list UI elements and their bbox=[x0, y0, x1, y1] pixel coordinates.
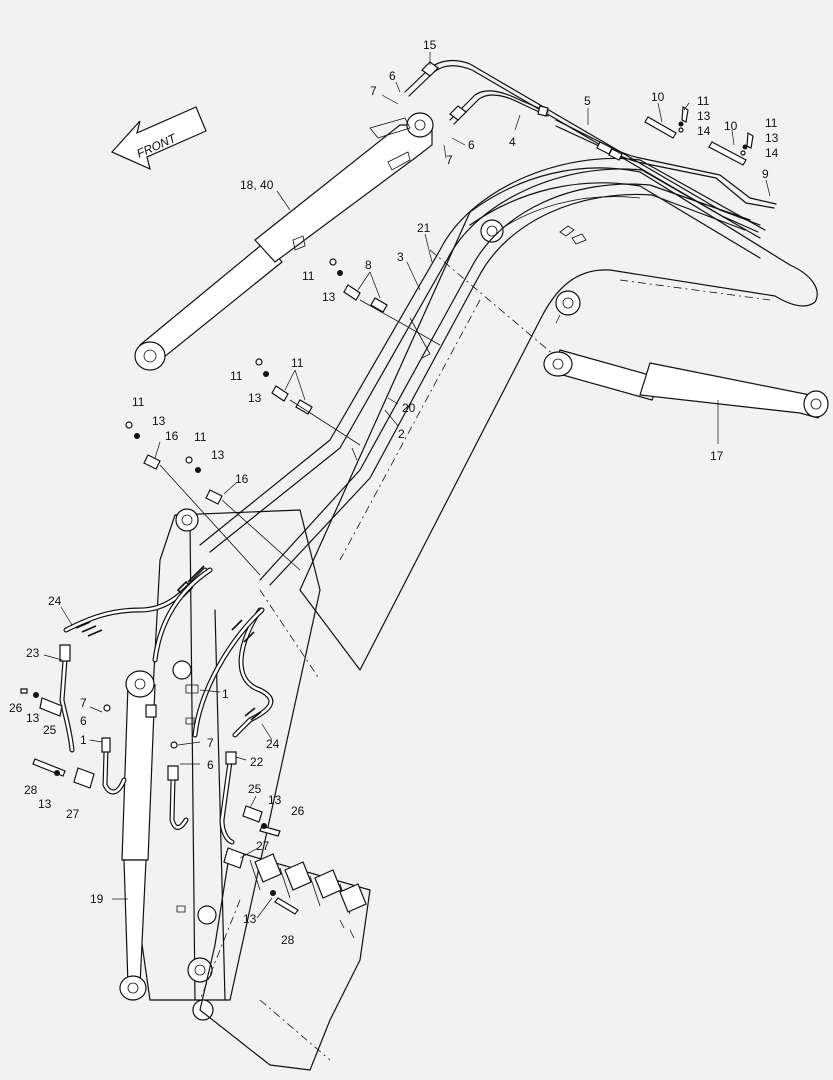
callout-labels: 15 6 7 4 6 7 5 10 11 13 14 10 11 13 14 9… bbox=[9, 38, 779, 947]
callout-25-bracket: 25 bbox=[43, 723, 57, 737]
callout-8-clamp-b: 11 bbox=[291, 356, 304, 370]
callout-19-bucket-cylinder: 19 bbox=[90, 892, 104, 906]
callout-21-pipe: 21 bbox=[417, 221, 431, 235]
arm bbox=[139, 508, 321, 1021]
callout-9-hose: 9 bbox=[762, 167, 769, 181]
callout-27-block-b: 27 bbox=[256, 839, 270, 853]
callout-25-bracket-b: 25 bbox=[248, 782, 262, 796]
callout-22-hose: 22 bbox=[250, 755, 264, 769]
callout-8-clamp: 8 bbox=[365, 258, 372, 272]
callout-7-oring: 7 bbox=[446, 153, 453, 167]
callout-17-boom-cylinder: 17 bbox=[710, 449, 724, 463]
callout-13-washer-i: 13 bbox=[268, 793, 282, 807]
callout-28-bolt-b: 28 bbox=[281, 933, 295, 947]
arm-cylinder bbox=[134, 112, 434, 371]
callout-18-40-cylinder: 18, 40 bbox=[240, 178, 274, 192]
callout-27-block: 27 bbox=[66, 807, 80, 821]
brackets bbox=[39, 697, 263, 869]
callout-1-hose: 1 bbox=[80, 733, 87, 747]
callout-14-nut-b: 14 bbox=[765, 146, 779, 160]
callout-13-washer-d: 13 bbox=[248, 391, 262, 405]
callout-5-hose: 5 bbox=[584, 94, 591, 108]
callout-13-washer-e: 13 bbox=[152, 414, 166, 428]
callout-7-upper: 7 bbox=[370, 84, 377, 98]
callout-26-bolt-b: 26 bbox=[291, 804, 305, 818]
callout-6-fitting-b: 6 bbox=[80, 714, 87, 728]
callout-7-oring-c: 7 bbox=[207, 736, 214, 750]
front-direction-arrow: FRONT bbox=[111, 106, 207, 171]
callout-11-bolt-e: 11 bbox=[132, 395, 145, 409]
callout-11-bolt-c: 11 bbox=[302, 269, 315, 283]
callout-14-nut: 14 bbox=[697, 124, 711, 138]
callout-2-pipe: 2 bbox=[398, 427, 405, 441]
callout-28-bolt: 28 bbox=[24, 783, 38, 797]
callout-16-clamp-b: 16 bbox=[235, 472, 249, 486]
bucket-cylinder bbox=[119, 670, 157, 1001]
callout-13-washer-b: 13 bbox=[765, 131, 779, 145]
callout-11-bolt: 11 bbox=[697, 94, 710, 108]
arm-hoses bbox=[59, 565, 274, 845]
callout-13-washer-c: 13 bbox=[322, 290, 336, 304]
callout-13-washer-g: 13 bbox=[26, 711, 40, 725]
callout-10-clamp-b: 10 bbox=[724, 119, 738, 133]
callout-13-washer: 13 bbox=[697, 109, 711, 123]
callout-20-pipe: 20 bbox=[402, 401, 416, 415]
callout-23-hose: 23 bbox=[26, 646, 40, 660]
callout-6-fitting: 6 bbox=[468, 138, 475, 152]
callout-13-washer-j: 13 bbox=[243, 912, 257, 926]
callout-4-hose: 4 bbox=[509, 135, 516, 149]
boom bbox=[299, 167, 818, 671]
callout-6-upper: 6 bbox=[389, 69, 396, 83]
callout-6-fitting-c: 6 bbox=[207, 758, 214, 772]
callout-7-oring-b: 7 bbox=[80, 696, 87, 710]
callout-11-bolt-f: 11 bbox=[194, 430, 207, 444]
callout-3-pipe: 3 bbox=[397, 250, 404, 264]
callout-16-clamp: 16 bbox=[165, 429, 179, 443]
callout-26-bolt: 26 bbox=[9, 701, 23, 715]
callout-1-hose-b: 1 bbox=[222, 687, 229, 701]
callout-11-bolt-d: 11 bbox=[230, 369, 243, 383]
clamps bbox=[143, 116, 747, 576]
boom-cylinder bbox=[543, 349, 829, 419]
bolts-and-washers bbox=[20, 105, 754, 915]
callout-15-hose: 15 bbox=[423, 38, 437, 52]
upper-hoses bbox=[404, 59, 777, 233]
callout-13-washer-f: 13 bbox=[211, 448, 225, 462]
callout-24-hose-b: 24 bbox=[266, 737, 280, 751]
leader-lines bbox=[43, 52, 771, 919]
callout-11-bolt-b: 11 bbox=[765, 116, 778, 130]
callout-24-hose: 24 bbox=[48, 594, 62, 608]
bucket bbox=[199, 849, 371, 1071]
callout-10-clamp: 10 bbox=[651, 90, 665, 104]
callout-13-washer-h: 13 bbox=[38, 797, 52, 811]
